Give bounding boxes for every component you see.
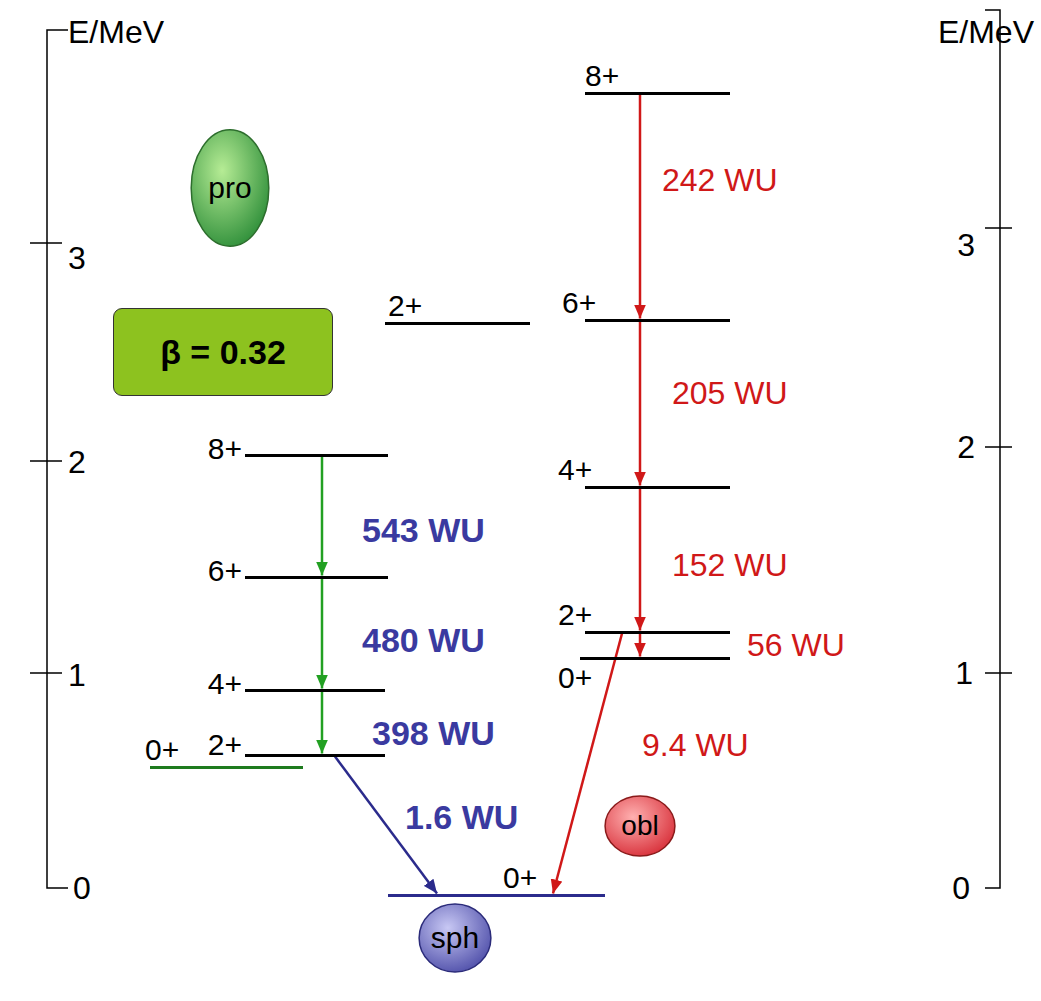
axis-number: 1 [68,659,86,691]
left-energy-axis [47,30,68,888]
transition-strength: 1.6 WU [403,800,520,834]
gamma-transition [321,579,324,689]
ground-level: 0+ [388,894,605,897]
spin-label: 2+ [558,600,592,630]
spin-label: 2+ [208,730,242,760]
shape-label: pro [208,173,251,203]
energy-level: 4+ [245,689,385,692]
spherical-shape: sph [418,903,492,973]
oblate-shape: obl [604,795,676,857]
gamma-transition [553,634,622,894]
spin-label: 6+ [208,556,242,586]
shape-label: sph [431,923,479,953]
transition-strength: 56 WU [745,629,847,661]
deformation-box: β = 0.32 [113,308,333,396]
energy-level: 4+ [585,486,730,489]
gamma-transition [321,692,324,754]
transition-strength: 152 WU [670,549,790,581]
right-axis-ticks [985,228,1012,673]
energy-level: 2+ [245,754,385,757]
energy-level: 0+ [150,766,303,769]
axis-number: 2 [68,446,86,478]
axis-number: 3 [68,242,86,274]
spin-label: 8+ [208,434,242,464]
gamma-transition [639,634,642,657]
transition-strength: 242 WU [660,164,780,196]
transition-strength: 398 WU [370,716,497,750]
shape-label: obl [621,812,658,840]
gamma-transition [639,95,642,319]
prolate-shape: pro [190,128,270,248]
axis-title: E/MeV [938,16,1034,48]
spin-label: 4+ [558,455,592,485]
transition-strength: 543 WU [360,513,487,547]
spin-label: 6+ [562,288,596,318]
energy-level: 2+ [385,322,530,325]
axis-number: 2 [957,431,975,463]
spin-label: 0+ [145,735,179,765]
axis-number: 0 [952,872,970,904]
left-axis-ticks [30,243,62,673]
spin-label: 2+ [388,291,422,321]
spin-label: 0+ [503,863,537,893]
energy-level: 6+ [245,576,388,579]
right-energy-axis [985,10,1000,888]
spin-label: 0+ [558,663,592,693]
gamma-transition [321,457,324,576]
box-text: β = 0.32 [160,335,286,369]
axis-title: E/MeV [68,16,164,48]
transition-strength: 9.4 WU [640,729,751,761]
energy-level: 6+ [585,319,730,322]
energy-level: 8+ [245,454,388,457]
gamma-transition [639,489,642,631]
axis-number: 0 [73,872,91,904]
energy-level: 0+ [580,657,730,660]
transition-strength: 480 WU [360,623,487,657]
transition-strength: 205 WU [670,377,790,409]
spin-label: 8+ [585,61,619,91]
gamma-transition [639,322,642,486]
axis-number: 1 [955,657,973,689]
energy-level: 8+ [585,92,730,95]
axis-number: 3 [957,229,975,261]
spin-label: 4+ [208,669,242,699]
energy-level: 2+ [585,631,730,634]
